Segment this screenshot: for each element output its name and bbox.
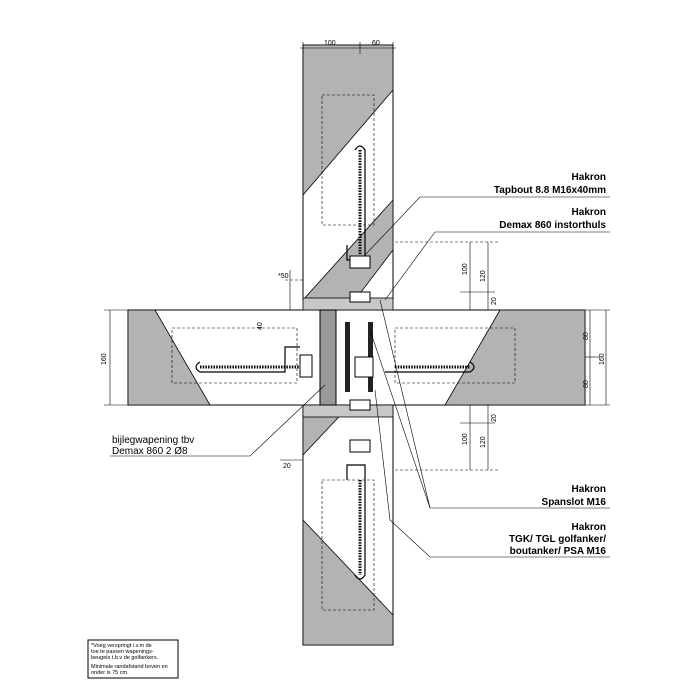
note-line-4: Minimale randafstand boven en xyxy=(91,664,168,670)
dim-rt-20: 20 xyxy=(491,297,498,305)
dim-top-100: 100 xyxy=(324,40,336,47)
anchors xyxy=(195,145,475,580)
label-golfanker-brand: Hakron xyxy=(572,522,606,533)
label-spanslot-brand: Hakron xyxy=(572,484,606,495)
note-line-3: beugels t.b.v de golfankers. xyxy=(91,655,159,661)
dimension-lines xyxy=(104,42,610,471)
dim-rt-100: 100 xyxy=(462,263,469,275)
note-box: *Voeg verspringt i.v.m de toe te passen … xyxy=(87,639,179,679)
dim-left-160: 160 xyxy=(101,353,108,365)
dim-r-80b: 80 xyxy=(583,380,590,388)
dim-rt-120: 120 xyxy=(480,270,487,282)
label-tapbout-brand: Hakron xyxy=(572,172,606,183)
dim-top-60: 60 xyxy=(372,40,380,47)
note-line-1: *Voeg verspringt i.v.m de xyxy=(91,643,152,649)
dim-r-160: 160 xyxy=(599,353,606,365)
label-golfanker-line1: TGK/ TGL golfanker/ xyxy=(509,534,606,545)
bottom-wall xyxy=(302,404,394,646)
note-line-5: onder is 75 cm. xyxy=(91,670,129,676)
top-wall xyxy=(302,44,394,301)
dim-bottom-20: 20 xyxy=(283,463,291,470)
dim-r-80a: 80 xyxy=(583,332,590,340)
label-bijleg-line2: Demax 860 2 Ø8 xyxy=(112,446,188,457)
dim-rb-100: 100 xyxy=(462,433,469,445)
label-golfanker-line2: boutanker/ PSA M16 xyxy=(510,546,607,557)
dim-left-40: 40 xyxy=(257,322,264,330)
note-line-2: toe te passen wapenings- xyxy=(91,649,154,655)
label-demax-name: Demax 860 instorthuls xyxy=(499,220,606,231)
label-bijleg-line1: bijlegwapening tbv xyxy=(112,435,194,446)
leader-lines xyxy=(110,196,610,558)
label-tapbout-name: Tapbout 8.8 M16x40mm xyxy=(494,185,606,196)
label-spanslot-name: Spanslot M16 xyxy=(542,497,607,508)
dim-rb-120: 120 xyxy=(480,436,487,448)
label-demax-brand: Hakron xyxy=(572,207,606,218)
dim-star50: *50 xyxy=(278,273,289,280)
dim-rb-20: 20 xyxy=(491,414,498,422)
